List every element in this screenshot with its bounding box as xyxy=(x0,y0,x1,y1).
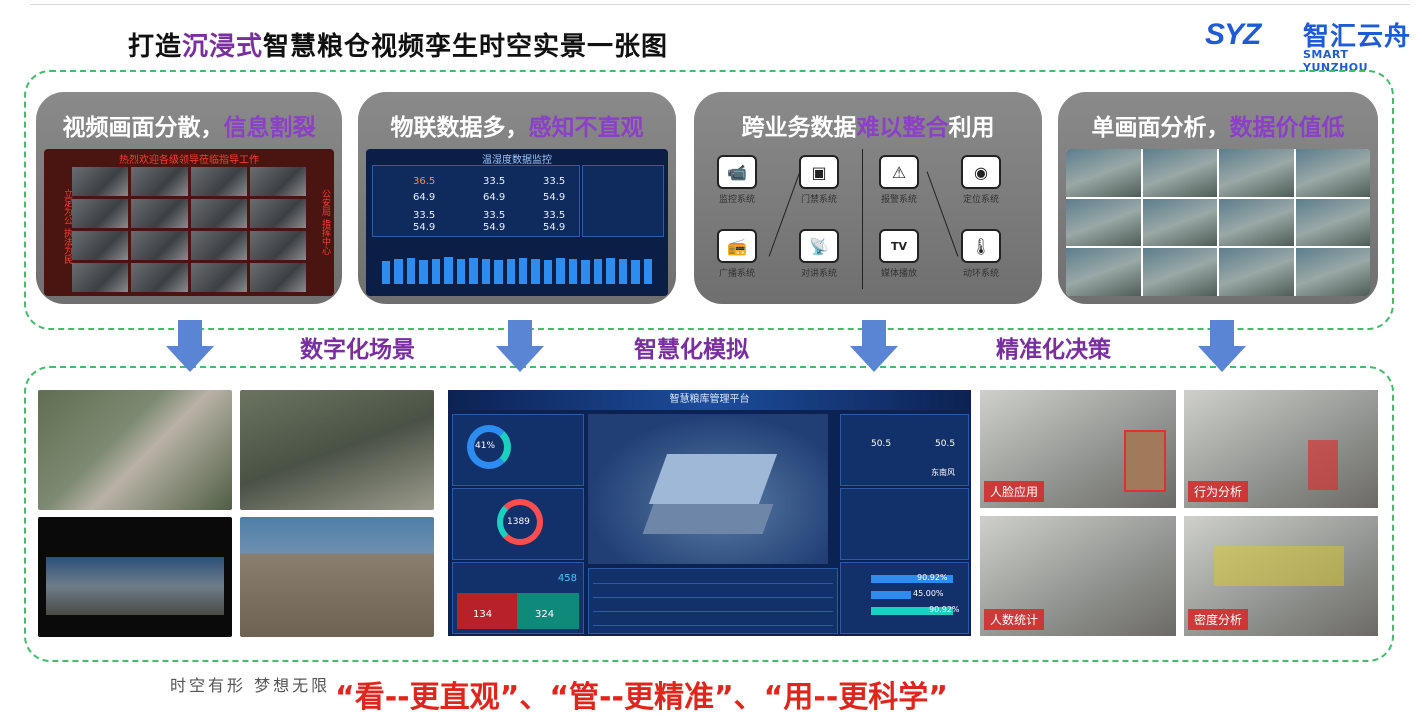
subtitle-digital-scene: 数字化场景 xyxy=(300,337,415,363)
granary-platform-dashboard: 智慧粮库管理平台 41% 1389 458 134 324 50.5 50.5 … xyxy=(448,390,971,636)
problem-label: 物联数据多，感知不直观 xyxy=(390,115,644,141)
aerial-map-image xyxy=(38,390,232,510)
title-prefix: 打造 xyxy=(128,32,183,62)
env-panel: 50.5 50.5 东南风 xyxy=(840,414,969,486)
iot-bar xyxy=(618,258,628,284)
down-arrow-icon xyxy=(1198,320,1246,372)
iot-bar xyxy=(494,259,503,284)
granary-3d-image xyxy=(240,390,434,510)
iot-bar xyxy=(394,258,403,284)
title-highlight: 沉浸式 xyxy=(182,32,264,62)
iot-bar xyxy=(469,257,478,284)
density-analysis-image: 密度分析 xyxy=(1184,516,1378,636)
logo-mark: SYZ xyxy=(1205,18,1261,51)
iot-bar xyxy=(531,258,540,284)
down-arrow-icon xyxy=(166,320,214,372)
camera-icon: 📹 xyxy=(717,155,757,189)
problem-label: 视频画面分散，信息割裂 xyxy=(62,115,316,141)
dashboard-title: 温湿度数据监控 xyxy=(482,155,552,166)
problem-label: 跨业务数据难以整合利用 xyxy=(741,115,995,141)
tv-icon: TV xyxy=(879,229,919,263)
wall-banner: 热烈欢迎各级领导莅临指导工作 xyxy=(119,155,259,166)
iot-bar xyxy=(444,257,453,284)
location-icon: ◉ xyxy=(961,155,1001,189)
analysis-tag: 人数统计 xyxy=(984,609,1045,630)
analysis-tag: 密度分析 xyxy=(1188,609,1249,630)
problem-card-video: 视频画面分散，信息割裂 热烈欢迎各级领导莅临指导工作 立足为公 执法为民 公安局… xyxy=(36,92,342,304)
problem-card-business: 跨业务数据难以整合利用 📹监控系统 ▣门禁系统 ⚠报警系统 ◉定位系统 📻广播系… xyxy=(694,92,1042,304)
iot-bar xyxy=(456,258,466,284)
iot-bar xyxy=(481,258,491,284)
donut-panel: 41% xyxy=(452,414,584,486)
radio-icon: 📻 xyxy=(717,229,757,263)
warehouse-3d-model xyxy=(588,414,828,564)
face-recognition-image: 人脸应用 xyxy=(980,390,1176,508)
alarm-icon: ⚠ xyxy=(879,155,919,189)
iot-bar-chart xyxy=(382,242,652,284)
wall-left-slogan: 立足为公 执法为民 xyxy=(62,189,72,264)
subtitle-precise-decision: 精准化决策 xyxy=(996,337,1111,363)
people-count-image: 人数统计 xyxy=(980,516,1176,636)
page-title: 打造沉浸式智慧粮仓视频孪生时空实景一张图 xyxy=(128,26,668,63)
logo-cn: 智汇云舟 xyxy=(1303,22,1412,52)
iot-bar xyxy=(556,257,565,284)
data-table-panel xyxy=(588,568,838,634)
monitor-wall-image: 热烈欢迎各级领导莅临指导工作 立足为公 执法为民 公安局 指挥中心 xyxy=(44,149,334,296)
iot-bar xyxy=(631,259,640,284)
iot-bar xyxy=(406,257,416,284)
footer-motto: 时空有形 梦想无限 xyxy=(170,676,331,695)
thermometer-icon: 🌡 xyxy=(961,229,1001,263)
platform-scene-image xyxy=(240,517,434,637)
iot-bar xyxy=(506,258,515,284)
solutions-panel xyxy=(24,366,1394,662)
iot-bar xyxy=(568,258,578,284)
stat-panel: 458 134 324 xyxy=(452,562,584,634)
iot-bar xyxy=(543,259,553,284)
wall-right-slogan: 公安局 指挥中心 xyxy=(320,189,330,255)
iot-bar xyxy=(431,258,441,284)
problems-panel xyxy=(24,70,1394,330)
system-item: ◉定位系统 xyxy=(946,155,1016,205)
iot-bar xyxy=(606,257,615,284)
problem-card-iot: 物联数据多，感知不直观 温湿度数据监控 36.5 64.9 33.5 64.9 … xyxy=(358,92,676,304)
progress-panel: 90.92% 45.00% 90.92% xyxy=(840,562,969,634)
system-item: 📹监控系统 xyxy=(702,155,772,205)
iot-bar xyxy=(518,257,528,284)
iot-bar xyxy=(643,258,652,284)
iot-bar xyxy=(419,259,428,284)
alert-list-panel xyxy=(582,165,664,237)
system-item: ▣门禁系统 xyxy=(784,155,854,205)
platform-title: 智慧粮库管理平台 xyxy=(448,390,971,410)
camera-grid xyxy=(72,167,306,292)
iot-bar xyxy=(593,258,603,284)
footer-slogan: “看--更直观”、“管--更精准”、“用--更科学” xyxy=(335,680,949,715)
donut-panel-2: 1389 xyxy=(452,488,584,560)
photo-mosaic xyxy=(1066,149,1370,296)
sensor-panel: 36.5 64.9 33.5 64.9 33.5 54.9 33.5 54.9 … xyxy=(372,165,580,237)
system-item: 📻广播系统 xyxy=(702,229,772,279)
iot-dashboard-image: 温湿度数据监控 36.5 64.9 33.5 64.9 33.5 54.9 33… xyxy=(366,149,668,296)
subtitle-smart-simulation: 智慧化模拟 xyxy=(634,337,749,363)
system-item: 🌡动环系统 xyxy=(946,229,1016,279)
title-suffix: 智慧粮仓视频孪生时空实景一张图 xyxy=(263,32,669,62)
iot-bar xyxy=(581,259,590,284)
door-icon: ▣ xyxy=(799,155,839,189)
down-arrow-icon xyxy=(496,320,544,372)
system-item: ⚠报警系统 xyxy=(864,155,934,205)
problem-label: 单画面分析，数据价值低 xyxy=(1091,115,1345,141)
analysis-tag: 行为分析 xyxy=(1188,481,1249,502)
behavior-analysis-image: 行为分析 xyxy=(1184,390,1378,508)
company-logo: SYZ 智汇云舟 SMART YUNZHOU xyxy=(1205,14,1415,74)
top-divider xyxy=(30,4,1410,5)
problem-card-analysis: 单画面分析，数据价值低 xyxy=(1058,92,1378,304)
video-fusion-image xyxy=(38,517,232,637)
down-arrow-icon xyxy=(850,320,898,372)
analysis-tag: 人脸应用 xyxy=(984,481,1045,502)
iot-bar xyxy=(382,260,391,284)
antenna-icon: 📡 xyxy=(799,229,839,263)
system-item: 📡对讲系统 xyxy=(784,229,854,279)
access-panel xyxy=(840,488,969,560)
